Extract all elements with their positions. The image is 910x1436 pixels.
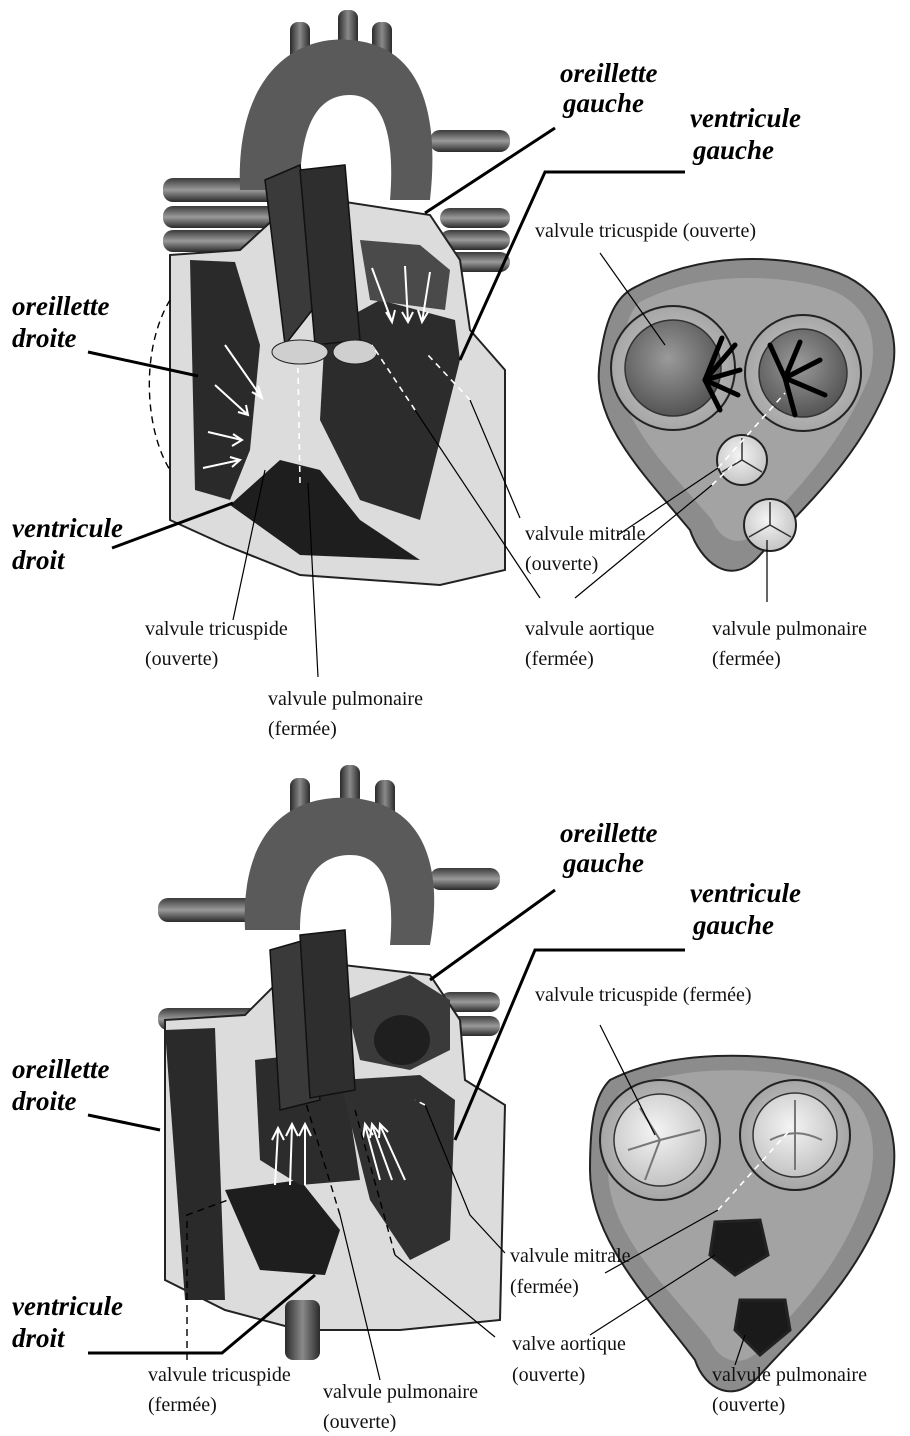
label-aortic-line1: valvule aortique	[525, 618, 655, 640]
chamber-label-oreillette-gauche-line2: gauche	[562, 88, 644, 118]
chamber-label-ventricule-droit-line2: droit	[12, 1323, 66, 1353]
label-aortic-line2: (fermée)	[525, 648, 594, 670]
label-tricuspid-bottom-line1: valvule tricuspide	[148, 1364, 291, 1386]
chamber-label-ventricule-gauche-line1: ventricule	[690, 103, 801, 133]
label-valve-title: valvule tricuspide (fermée)	[535, 984, 752, 1006]
chamber-label-ventricule-droit-line2: droit	[12, 545, 66, 575]
chamber-label-oreillette-gauche-line1: oreillette	[560, 58, 657, 88]
label-mitral-line2: (ouverte)	[525, 553, 598, 575]
chamber-label-ventricule-gauche-line2: gauche	[692, 135, 774, 165]
label-valve-title: valvule tricuspide (ouverte)	[535, 220, 756, 242]
label-tricuspid-bottom-line2: (ouverte)	[145, 648, 218, 670]
label-tricuspid-bottom-line2: (fermée)	[148, 1394, 217, 1416]
label-pulmonary-right-line2: (ouverte)	[712, 1394, 785, 1416]
label-aortic-line1: valve aortique	[512, 1333, 626, 1355]
chamber-label-ventricule-droit-line1: ventricule	[12, 1291, 123, 1321]
valve-section-bottom	[590, 1056, 894, 1392]
top-panel: oreillette gauche ventricule gauche orei…	[12, 10, 894, 740]
label-mitral-line1: valvule mitrale	[525, 523, 646, 545]
chamber-label-oreillette-droite-line2: droite	[12, 1086, 77, 1116]
label-mitral-line1: valvule mitrale	[510, 1245, 631, 1267]
heart-illustration-top	[149, 10, 510, 585]
label-mitral-line2: (fermée)	[510, 1276, 579, 1298]
chamber-label-ventricule-gauche-line1: ventricule	[690, 878, 801, 908]
label-pulmonary-right-line1: valvule pulmonaire	[712, 618, 867, 640]
label-tricuspid-bottom-line1: valvule tricuspide	[145, 618, 288, 640]
bottom-panel: oreillette gauche ventricule gauche orei…	[12, 765, 894, 1433]
chamber-label-oreillette-gauche-line2: gauche	[562, 848, 644, 878]
chamber-label-ventricule-droit-line1: ventricule	[12, 513, 123, 543]
chamber-label-oreillette-droite-line1: oreillette	[12, 1054, 109, 1084]
label-pulmonary-right-line1: valvule pulmonaire	[712, 1364, 867, 1386]
chamber-label-ventricule-gauche-line2: gauche	[692, 910, 774, 940]
label-pulmonary-bottom-line2: (fermée)	[268, 718, 337, 740]
chamber-label-oreillette-droite-line1: oreillette	[12, 291, 109, 321]
chamber-label-oreillette-droite-line2: droite	[12, 323, 77, 353]
label-aortic-line2: (ouverte)	[512, 1364, 585, 1386]
label-pulmonary-bottom-line2: (ouverte)	[323, 1411, 396, 1433]
chamber-label-oreillette-gauche-line1: oreillette	[560, 818, 657, 848]
label-pulmonary-bottom-line1: valvule pulmonaire	[268, 688, 423, 710]
heart-illustration-bottom	[158, 765, 505, 1360]
label-pulmonary-bottom-line1: valvule pulmonaire	[323, 1381, 478, 1403]
label-pulmonary-right-line2: (fermée)	[712, 648, 781, 670]
